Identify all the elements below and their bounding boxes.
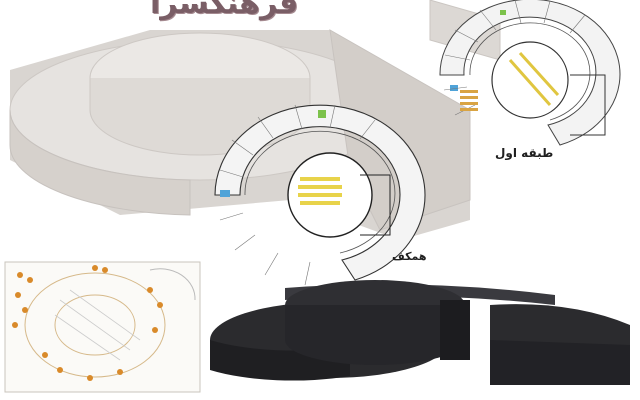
site-plan-path-arc bbox=[149, 268, 196, 301]
ground-floor-inner-corridor bbox=[244, 130, 396, 254]
ground-floor-accent-blue bbox=[220, 190, 230, 197]
site-plan-inner-ring bbox=[54, 294, 136, 356]
ground-floor-room-partitions bbox=[219, 104, 376, 286]
first-floor-inner-corridor bbox=[469, 22, 591, 121]
dark-massing-drum-side bbox=[285, 305, 465, 365]
ground-floor-accent-green bbox=[318, 110, 326, 118]
first-floor-ramp bbox=[570, 74, 606, 136]
site-plan-outer-ring bbox=[24, 272, 166, 378]
ground-floor-label: همکف bbox=[392, 250, 427, 263]
site-plan-hatching bbox=[54, 289, 141, 361]
first-floor-accent-green bbox=[500, 10, 506, 15]
ground-floor-stage bbox=[360, 174, 391, 236]
first-floor-plan-drawing bbox=[439, 0, 621, 146]
first-floor-outer-ring bbox=[439, 0, 621, 146]
dark-massing-right-wall bbox=[490, 340, 630, 385]
massing-front-wall bbox=[9, 109, 191, 216]
site-plan-frame bbox=[4, 261, 201, 393]
project-title: فرهنگسرا bbox=[150, 0, 299, 21]
first-floor-label: طبقه اول bbox=[495, 146, 554, 160]
first-floor-hall-seating bbox=[508, 51, 560, 106]
first-floor-accent-blue bbox=[450, 85, 458, 91]
ground-floor-plan-drawing bbox=[214, 104, 426, 286]
site-plan-trees bbox=[12, 265, 163, 381]
dark-massing-core bbox=[440, 300, 470, 360]
ground-floor-outer-ring bbox=[214, 104, 426, 281]
first-floor-library-shelves bbox=[460, 90, 478, 111]
ground-floor-auditorium-seats bbox=[298, 177, 342, 205]
